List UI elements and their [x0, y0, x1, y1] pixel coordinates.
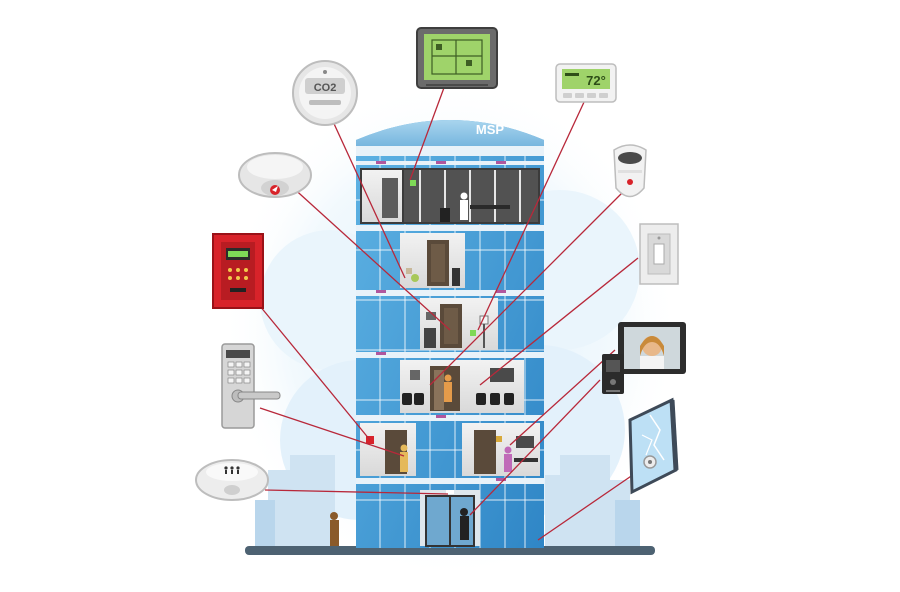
- touchscreen-panel-icon: [416, 27, 498, 89]
- floor-accents: [376, 161, 506, 481]
- video-intercom-icon: [618, 322, 686, 374]
- thermostat-readout: 72°: [586, 73, 606, 88]
- fire-alarm-panel-icon: [212, 233, 264, 309]
- lobby-entrance: [420, 490, 480, 547]
- connector-lines: [254, 84, 641, 541]
- ceiling-sensor-icon: [195, 459, 269, 501]
- ground-bar: [245, 546, 655, 555]
- pedestrian-figure: [330, 512, 339, 546]
- waiting-room: [400, 360, 524, 413]
- building: MSP: [330, 120, 544, 548]
- city-skyline: [255, 455, 640, 550]
- glass-break-sensor-icon: [628, 397, 679, 495]
- building-name-label: MSP: [476, 122, 505, 137]
- hallway-room: [400, 233, 465, 288]
- office-room: [360, 168, 540, 224]
- co2-detector-label: CO2: [314, 82, 337, 94]
- light-switch-icon: [639, 223, 679, 285]
- thermostat-icon: 72°: [555, 63, 617, 103]
- door-station-icon: [602, 354, 624, 394]
- motion-sensor-icon: [613, 144, 647, 198]
- smoke-detector-icon: [238, 152, 312, 198]
- floor-bands: [356, 146, 544, 484]
- reception-room: [360, 423, 540, 476]
- lounge-room: [420, 298, 498, 350]
- co2-detector-icon: CO2: [292, 60, 358, 126]
- keypad-lock-icon: [221, 343, 281, 429]
